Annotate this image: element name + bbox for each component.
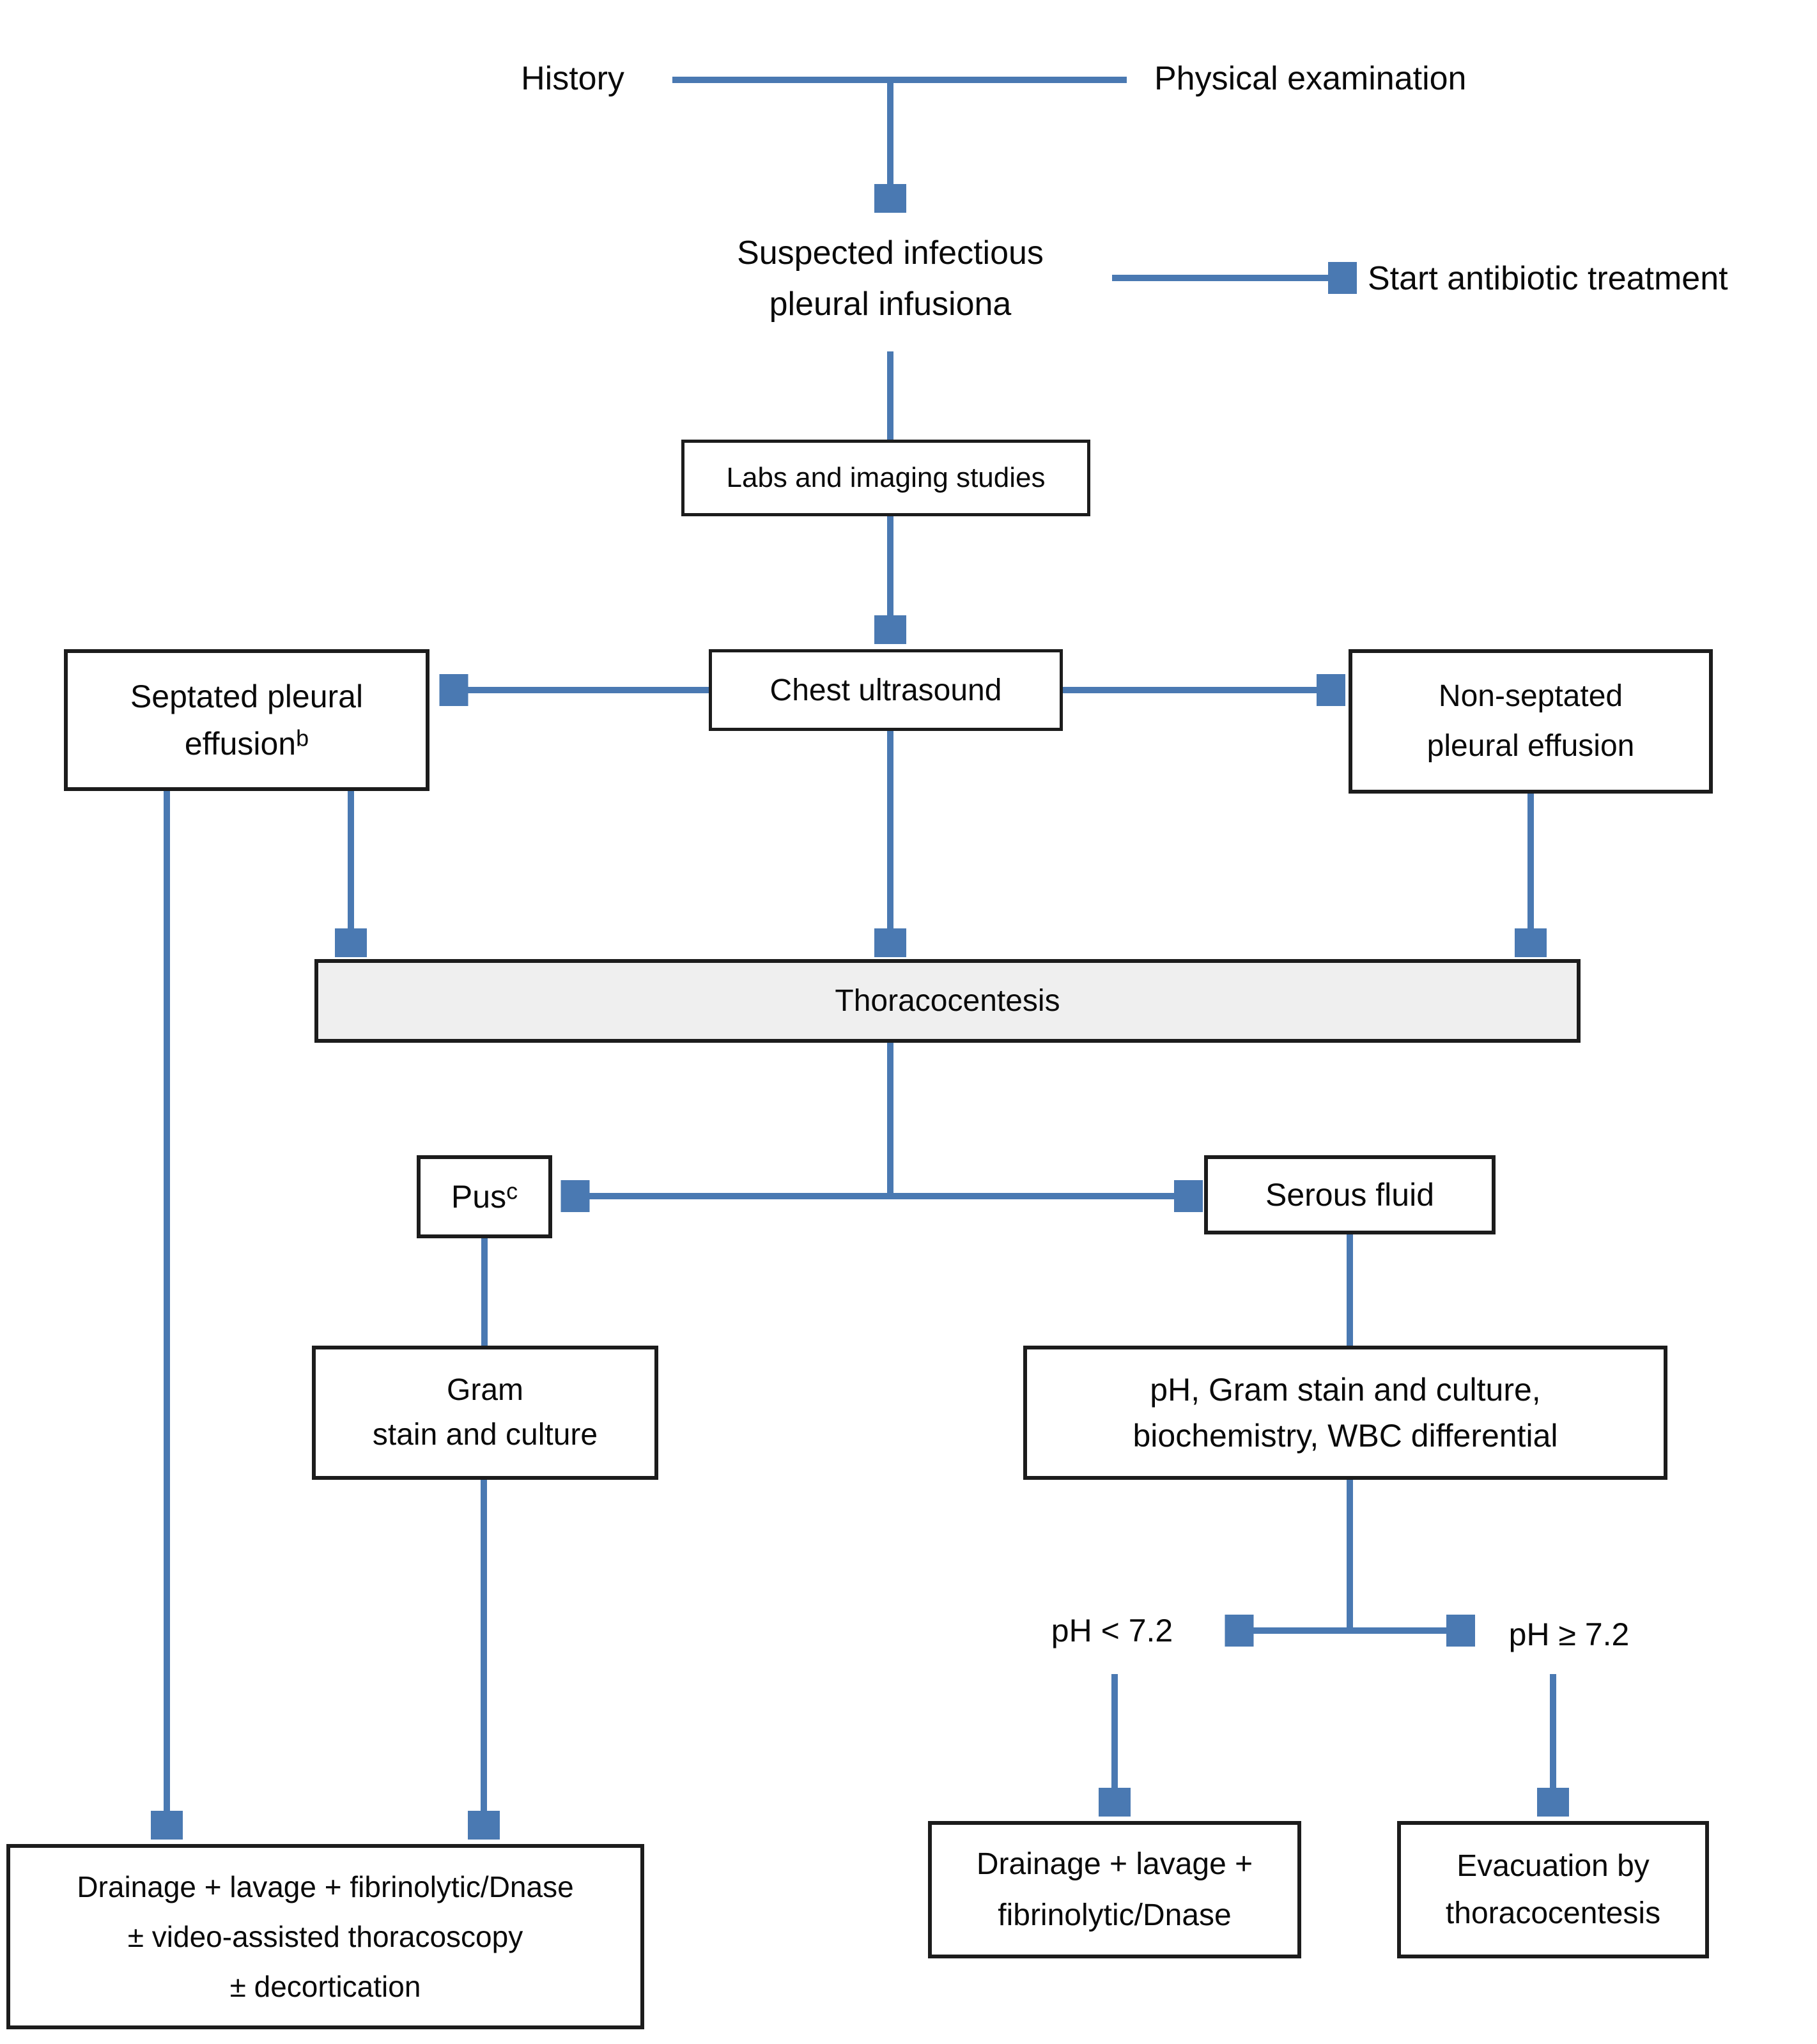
ph-high-text: pH ≥ 7.2 [1508, 1617, 1630, 1652]
node-gram-stain-culture: Gram stain and culture [312, 1346, 658, 1480]
node-text-line: Pusc [451, 1178, 518, 1215]
node-text-line: pH, Gram stain and culture, [1150, 1372, 1541, 1408]
node-labs-imaging: Labs and imaging studies [681, 440, 1090, 516]
node-text-line: Non-septated [1438, 679, 1623, 713]
node-text-line: pleural effusion [1427, 729, 1635, 763]
node-text-line: Septated pleural [130, 673, 363, 720]
physical-examination-label: Physical examination [1154, 54, 1614, 103]
start-antibiotic-text: Start antibiotic treatment [1368, 260, 1728, 297]
node-text-line: stain and culture [372, 1418, 598, 1452]
suspected-line-1: Suspected infectious [737, 234, 1044, 272]
node-text: effusion [184, 726, 297, 762]
node-text: Thoracocentesis [835, 984, 1060, 1018]
history-text: History [521, 60, 624, 97]
start-antibiotic-label: Start antibiotic treatment [1368, 254, 1817, 303]
node-drainage-lavage-fibrinolytic: Drainage + lavage + fibrinolytic/Dnase [928, 1821, 1301, 1958]
node-text: Septated pleural [130, 679, 364, 714]
node-text: Pus [451, 1179, 507, 1215]
suspected-line-2: pleural infusiona [769, 286, 1012, 323]
node-pus: Pusc [417, 1155, 552, 1238]
node-text-line: thoracocentesis [1445, 1896, 1661, 1930]
node-text-line: fibrinolytic/Dnase [998, 1898, 1232, 1932]
node-text: Labs and imaging studies [726, 462, 1046, 493]
node-text-line: Drainage + lavage + [976, 1847, 1253, 1881]
node-thoracocentesis: Thoracocentesis [314, 959, 1581, 1043]
node-text-line: Drainage + lavage + fibrinolytic/Dnase [77, 1870, 574, 1903]
footnote-marker-c: c [506, 1178, 518, 1204]
node-text: Chest ultrasound [769, 673, 1002, 707]
node-text-line: ± video-assisted thoracoscopy [127, 1920, 523, 1953]
suspected-infectious-label: Suspected infectious pleural infusiona [667, 227, 1114, 331]
node-drainage-vats-decortication: Drainage + lavage + fibrinolytic/Dnase ±… [6, 1844, 644, 2029]
node-text-line: effusionb [185, 720, 309, 767]
physical-examination-text: Physical examination [1154, 60, 1467, 97]
node-text-line: Gram [447, 1373, 523, 1407]
node-text-line: biochemistry, WBC differential [1133, 1418, 1558, 1454]
node-ph-gram-biochemistry: pH, Gram stain and culture, biochemistry… [1023, 1346, 1667, 1480]
node-chest-ultrasound: Chest ultrasound [709, 649, 1063, 731]
history-label: History [477, 54, 669, 103]
node-evacuation-thoracocentesis: Evacuation by thoracocentesis [1397, 1821, 1709, 1958]
node-text-line: ± decortication [229, 1970, 421, 2003]
ph-low-text: pH < 7.2 [1051, 1613, 1173, 1648]
ph-low-label: pH < 7.2 [1029, 1606, 1195, 1655]
node-text-line: Evacuation by [1457, 1848, 1650, 1883]
node-text: Serous fluid [1265, 1177, 1435, 1213]
node-septated-effusion: Septated pleural effusionb [64, 649, 429, 791]
ph-high-label: pH ≥ 7.2 [1486, 1610, 1652, 1659]
node-nonseptated-effusion: Non-septated pleural effusion [1349, 649, 1713, 794]
footnote-marker-b: b [296, 725, 309, 751]
node-serous-fluid: Serous fluid [1204, 1155, 1496, 1234]
